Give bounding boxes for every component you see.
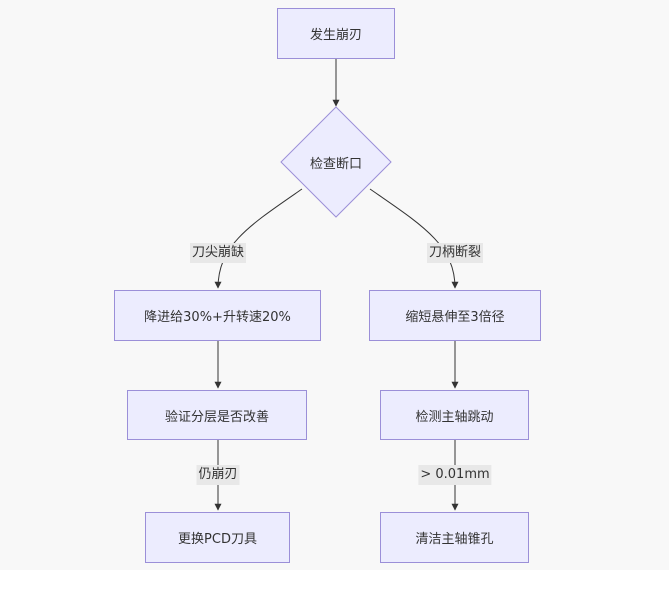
- edge-label-right-branch: 刀柄断裂: [426, 243, 484, 263]
- node-right1-label: 缩短悬伸至3倍径: [405, 310, 505, 325]
- edge-decision-to-right1: [369, 188, 459, 289]
- node-right2: 检测主轴跳动: [380, 390, 529, 440]
- node-left2-label: 验证分层是否改善: [164, 409, 269, 425]
- node-left1: 降进给30%+升转速20%: [114, 290, 321, 341]
- node-left3-label: 更换PCD刀具: [178, 532, 257, 547]
- edge-label-left-bottom: 仍崩刃: [196, 465, 240, 485]
- node-right3-label: 清洁主轴锥孔: [415, 532, 494, 547]
- edge-label-right-bottom: > 0.01mm: [418, 465, 492, 485]
- node-left2: 验证分层是否改善: [127, 390, 307, 440]
- node-left1-label: 降进给30%+升转速20%: [144, 310, 291, 325]
- node-start: 发生崩刃: [277, 8, 395, 59]
- edge-label-left-branch: 刀尖崩缺: [189, 243, 247, 263]
- edge-decision-to-left1: [214, 188, 303, 289]
- node-decision: 检查断口: [280, 106, 392, 218]
- diagram-background: [0, 0, 669, 570]
- node-right3: 清洁主轴锥孔: [380, 512, 529, 563]
- node-right1: 缩短悬伸至3倍径: [369, 290, 541, 341]
- decision-diamond-shape: [280, 106, 392, 218]
- node-right2-label: 检测主轴跳动: [415, 409, 494, 425]
- node-decision-label: 检查断口: [309, 156, 362, 172]
- node-start-label: 发生崩刃: [309, 28, 362, 43]
- node-left3: 更换PCD刀具: [145, 512, 290, 563]
